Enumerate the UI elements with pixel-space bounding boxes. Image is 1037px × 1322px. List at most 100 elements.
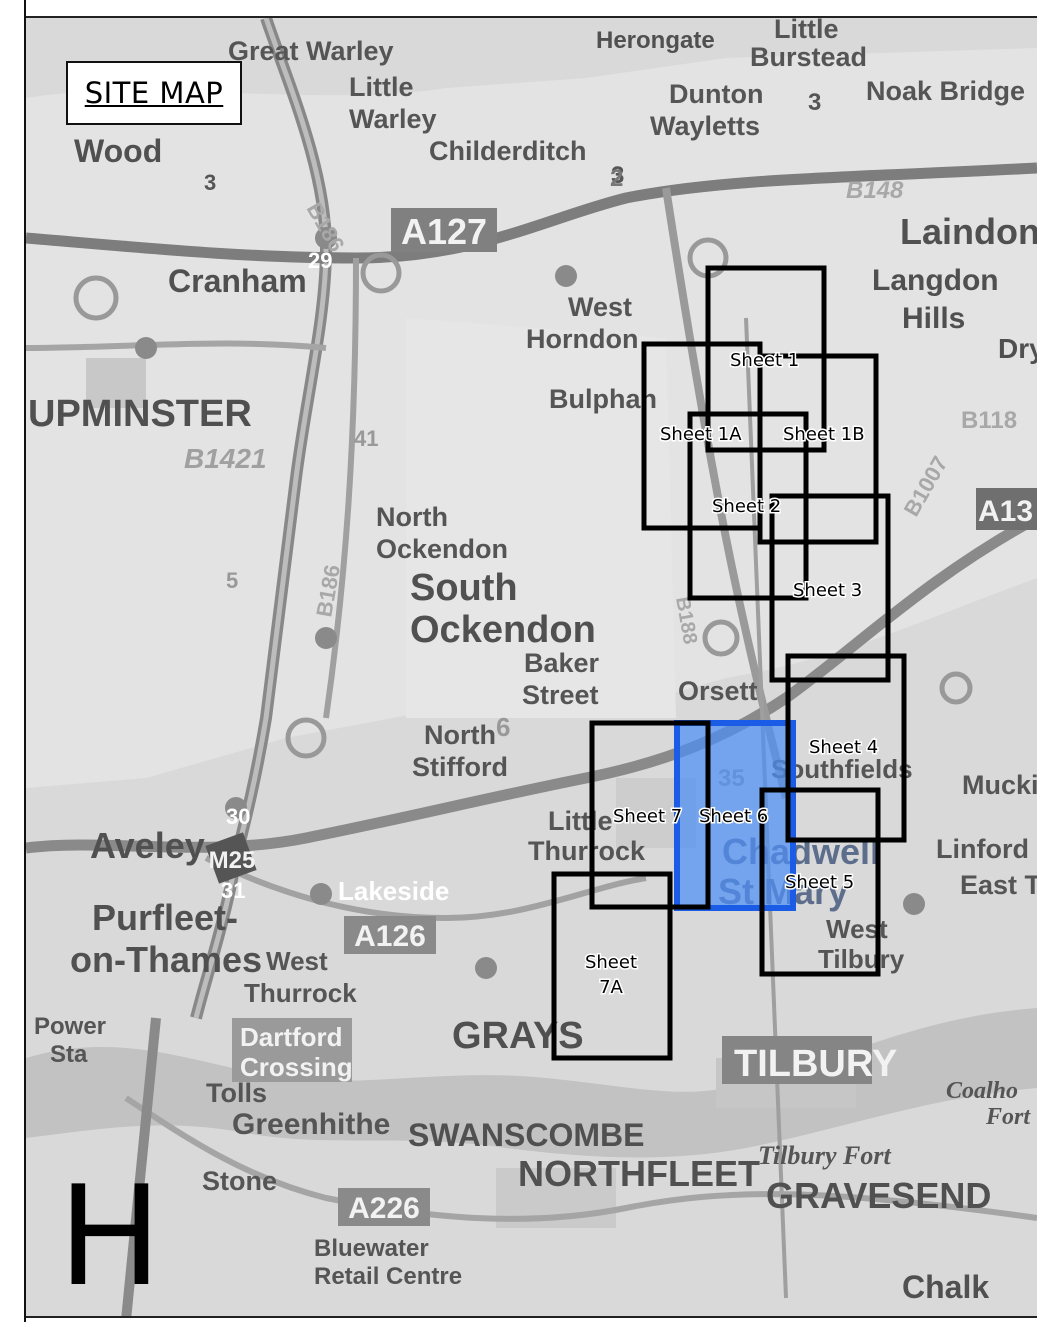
sheet-7a-label-line1[interactable]: Sheet (583, 951, 638, 975)
road-a127-label: A127 (401, 211, 487, 252)
place-dartford-line1: Dartford (240, 1022, 343, 1052)
place-orsett: Orsett (678, 676, 758, 706)
place-power-station-line1: Power (34, 1013, 106, 1040)
place-bluewater-line1: Bluewater (314, 1235, 429, 1262)
place-west-horndon-line1: West (568, 292, 632, 322)
place-baker-street-line1: Baker (524, 648, 600, 678)
road-m25-label: M25 (209, 847, 256, 874)
sheet-1-label[interactable]: Sheet 1 (729, 349, 801, 373)
place-little-warley-line1: Little (349, 72, 414, 102)
place-tolls: Tolls (206, 1078, 267, 1108)
place-purfleet-line1: Purfleet- (92, 897, 238, 938)
sheet-1b-outline[interactable] (757, 353, 879, 545)
junction-29: 29 (308, 248, 332, 273)
place-west-thurrock-line2: Thurrock (244, 978, 357, 1008)
place-chalk: Chalk (902, 1269, 989, 1305)
sheet-4-label[interactable]: Sheet 4 (808, 736, 880, 760)
sheet-1-outline[interactable] (705, 265, 827, 453)
place-gravesend: GRAVESEND (766, 1175, 991, 1216)
road-b148-label: B148 (846, 177, 904, 204)
site-map-title-box: SITE MAP (66, 61, 242, 125)
map-frame: A127 A126 A226 A13 M25 Dartford Crossing… (26, 16, 1037, 1318)
sheet-1b-label[interactable]: Sheet 1B (782, 423, 867, 447)
place-east-tilbury: East Ti (960, 870, 1037, 900)
place-northfleet: NORTHFLEET (518, 1153, 760, 1194)
sheet-3-outline[interactable] (769, 493, 891, 683)
place-greenhithe: Greenhithe (232, 1108, 390, 1141)
road-5: 5 (226, 568, 238, 593)
road-b118-label: B118 (961, 407, 1017, 434)
place-langdon-line2: Hills (902, 302, 965, 335)
place-great-warley: Great Warley (228, 36, 394, 66)
place-coalhouse-line1: Coalho (946, 1078, 1018, 1104)
place-little-thurrock-line1: Little (548, 806, 613, 836)
left-margin-strip (0, 0, 26, 1322)
sheet-7a-outline[interactable] (551, 871, 673, 1061)
sheet-1a-label[interactable]: Sheet 1A (659, 423, 744, 447)
place-dunton-line1: Dunton (669, 79, 763, 109)
place-west-horndon-line2: Horndon (526, 324, 638, 354)
place-north-ockendon-line2: Ockendon (376, 534, 508, 564)
place-west-thurrock-line1: West (266, 946, 328, 976)
place-langdon-line1: Langdon (872, 264, 999, 297)
place-south-ockendon-line1: South (410, 567, 518, 609)
sheet-2-outline[interactable] (687, 411, 809, 601)
place-swanscombe: SWANSCOMBE (408, 1117, 644, 1153)
place-dunton-line2: Wayletts (650, 111, 760, 141)
junction-3-c: 3 (204, 170, 216, 195)
road-a126-label: A126 (354, 920, 426, 953)
base-map: A127 A126 A226 A13 M25 Dartford Crossing… (26, 18, 1037, 1316)
sheet-2-label[interactable]: Sheet 2 (711, 495, 783, 519)
place-little-burstead-line2: Burstead (750, 42, 867, 72)
road-41: 41 (354, 426, 378, 451)
place-grays: GRAYS (452, 1015, 584, 1057)
place-west-tilbury-line2: Tilbury (818, 944, 905, 974)
road-2-label: 2 (610, 165, 623, 192)
sheet-7a-label-line2[interactable]: 7A (598, 976, 625, 1000)
place-tilbury: TILBURY (734, 1043, 897, 1085)
place-power-station-line2: Sta (50, 1041, 88, 1068)
sheet-3-label[interactable]: Sheet 3 (792, 579, 864, 603)
sheet-6-area[interactable] (674, 720, 796, 911)
place-bluewater-line2: Retail Centre (314, 1263, 462, 1290)
place-little-burstead-line1: Little (774, 18, 839, 44)
place-dry: Dry (998, 333, 1037, 364)
sheet-7-outline[interactable] (589, 720, 711, 910)
sheet-5-label[interactable]: Sheet 5 (784, 871, 856, 895)
sheet-4-outline[interactable] (785, 653, 907, 843)
junction-3-a: 3 (611, 162, 624, 189)
road-b1421-label: B1421 (184, 443, 267, 474)
place-bulphan: Bulphan (549, 384, 657, 414)
road-6: 6 (496, 712, 510, 742)
place-noak-bridge: Noak Bridge (866, 76, 1025, 106)
place-little-warley-line2: Warley (349, 104, 437, 134)
place-linford: Linford (936, 834, 1029, 864)
sheet-5-outline[interactable] (759, 787, 881, 977)
junction-30: 30 (226, 804, 250, 829)
place-mucking: Mucki (962, 770, 1037, 800)
sheet-6-label[interactable]: Sheet 6 (698, 805, 770, 829)
drawing-reference-letter: H (58, 1156, 162, 1317)
place-south-ockendon-line2: Ockendon (410, 609, 596, 651)
place-north-ockendon-line1: North (376, 502, 448, 532)
place-upminster: UPMINSTER (28, 393, 252, 435)
place-north-stifford-line1: North (424, 720, 496, 750)
place-aveley: Aveley (90, 825, 205, 866)
place-childerditch: Childerditch (429, 136, 587, 166)
place-tilbury-fort: Tilbury Fort (758, 1141, 891, 1170)
place-cranham: Cranham (168, 263, 307, 299)
place-baker-street-line2: Street (522, 680, 599, 710)
place-dartford-line2: Crossing (240, 1052, 353, 1082)
place-north-stifford-line2: Stifford (412, 752, 508, 782)
place-wood: Wood (74, 133, 162, 169)
junction-31: 31 (221, 878, 245, 903)
road-a13-label: A13 (978, 495, 1033, 528)
road-a226-label: A226 (348, 1192, 420, 1225)
place-lakeside: Lakeside (338, 876, 449, 906)
place-purfleet-line2: on-Thames (70, 939, 262, 980)
place-stone: Stone (202, 1166, 277, 1196)
place-laindon: Laindon (900, 211, 1037, 252)
sheet-7-label[interactable]: Sheet 7 (612, 805, 684, 829)
place-little-thurrock-line2: Thurrock (528, 836, 646, 866)
